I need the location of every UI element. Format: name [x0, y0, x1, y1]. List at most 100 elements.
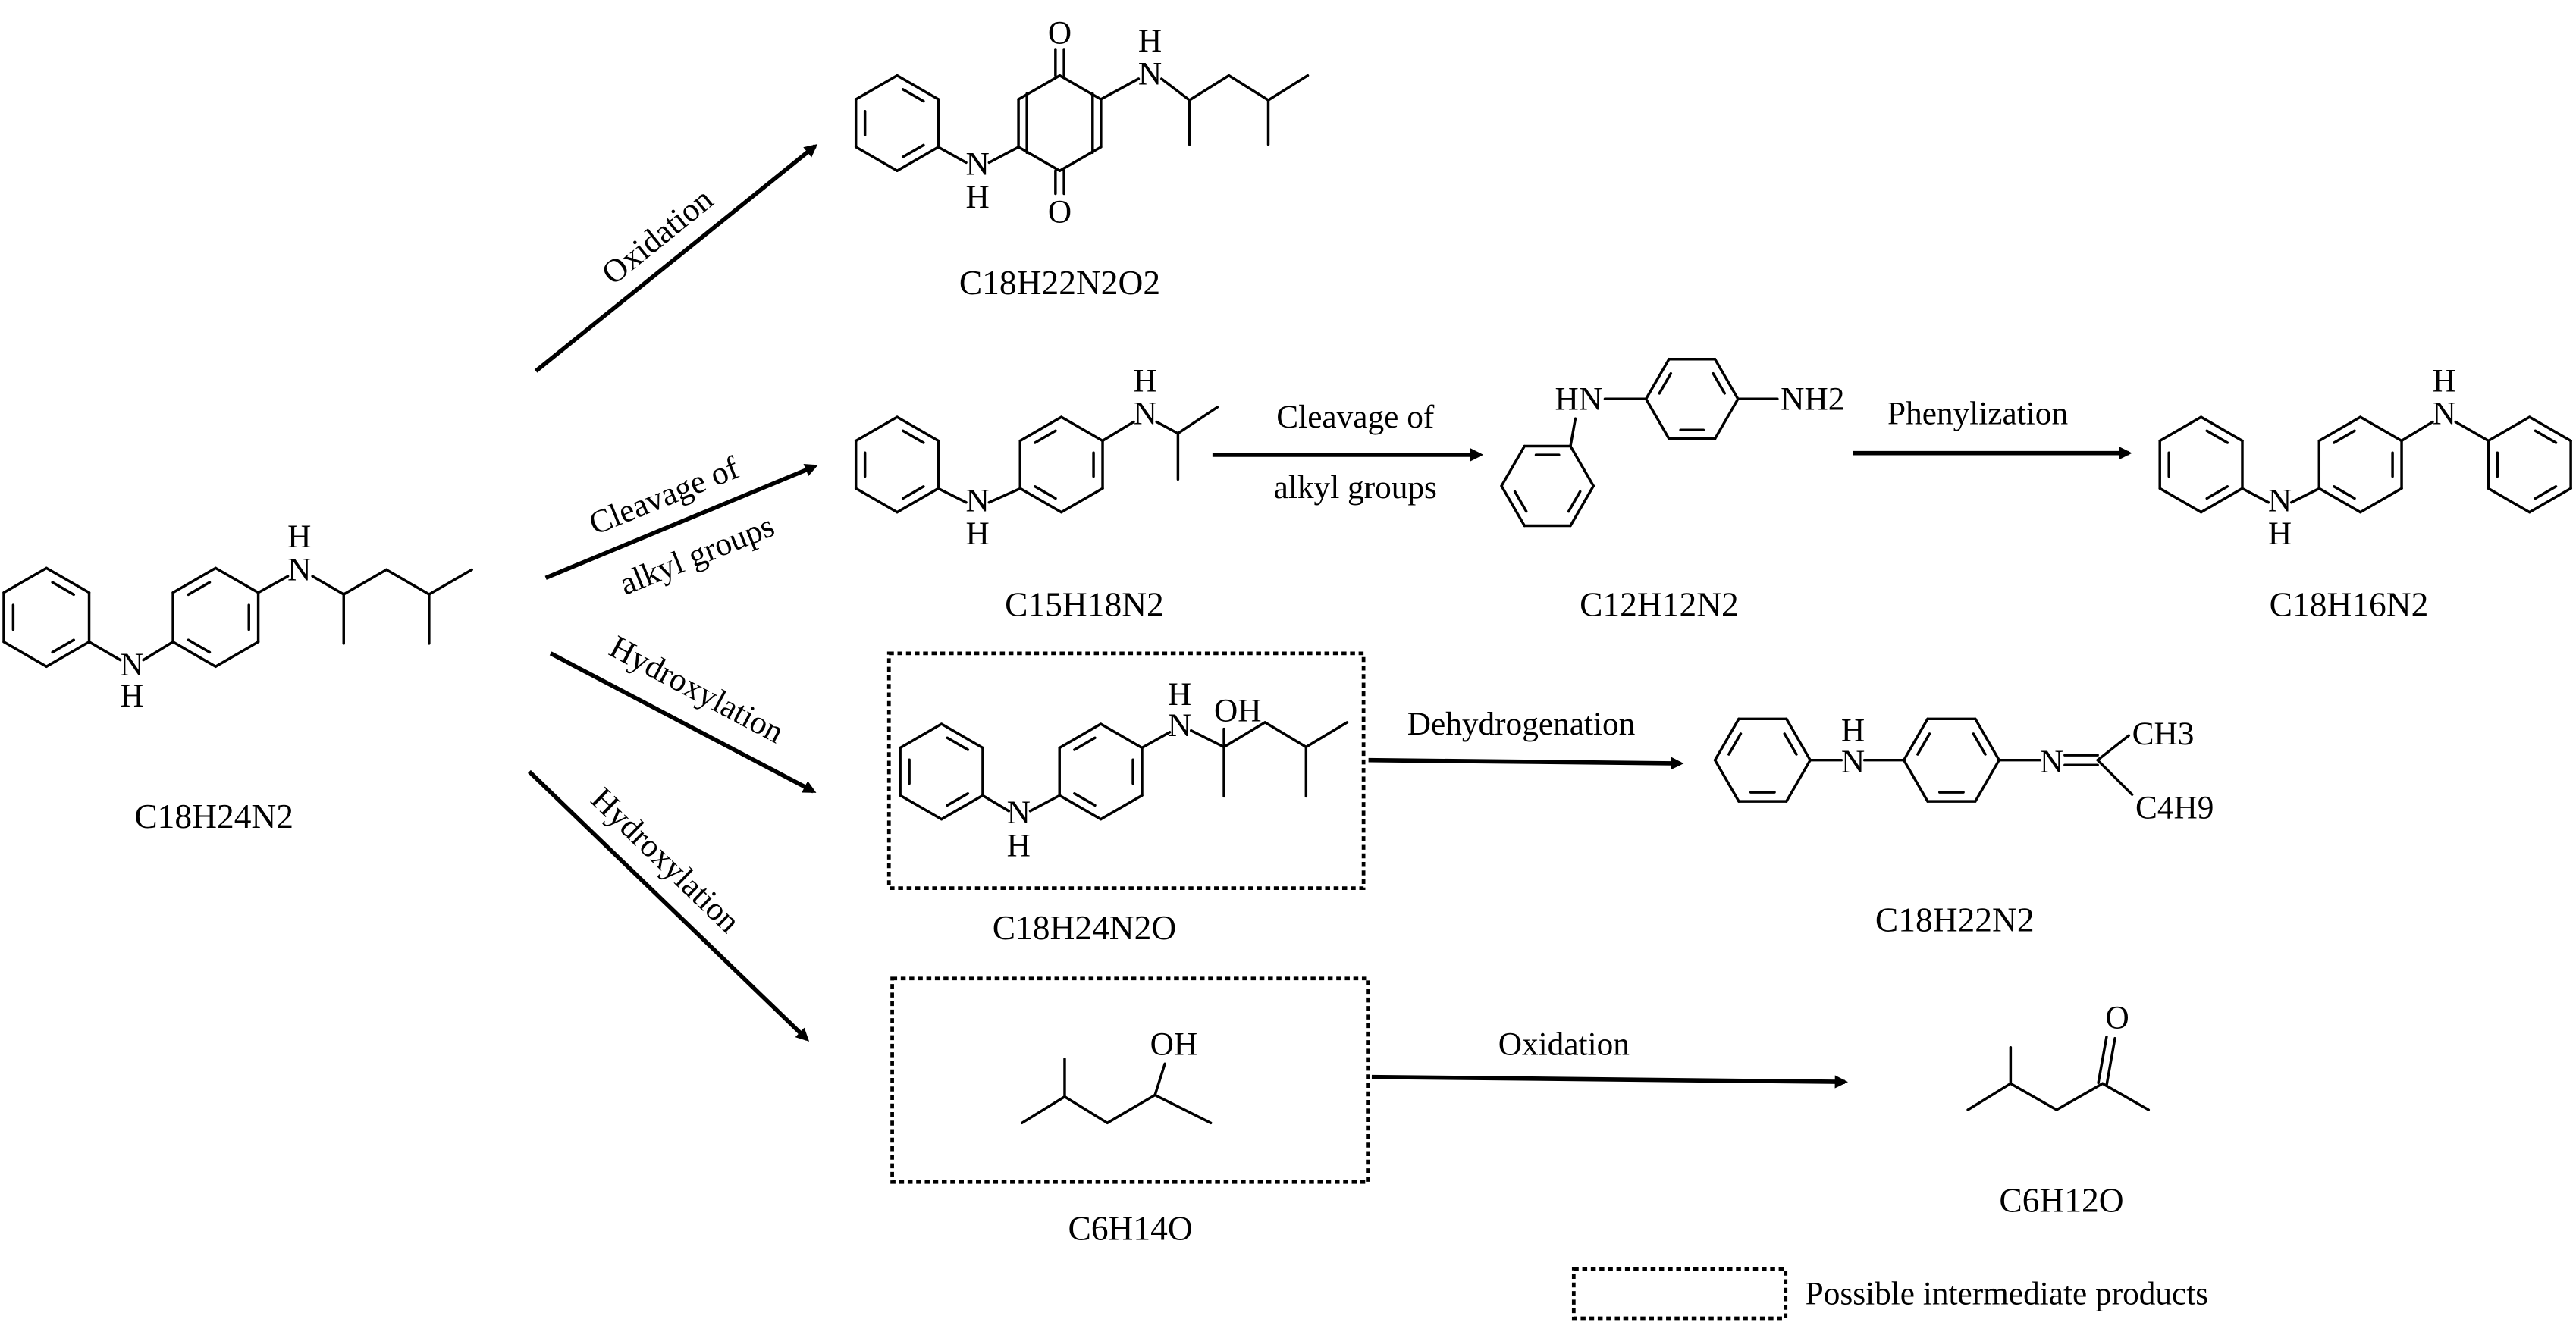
bond	[1785, 717, 1812, 762]
atom-label: H	[2268, 515, 2292, 552]
benzene-ring	[899, 722, 984, 821]
atom-label: H	[287, 519, 311, 555]
molecular-formula: C18H16N2	[2270, 584, 2429, 623]
benzene-ring	[854, 415, 940, 514]
legend-label: Possible intermediate products	[1806, 1276, 2208, 1312]
bond	[2527, 415, 2572, 443]
molecular-formula: C6H12O	[1999, 1181, 2123, 1220]
bond	[946, 792, 970, 807]
bond	[937, 146, 968, 165]
bond	[946, 736, 970, 751]
bond	[2158, 415, 2203, 443]
bond	[896, 74, 940, 101]
molecular-formula: C15H18N2	[1005, 584, 1164, 623]
benzene-ring	[2317, 415, 2403, 514]
bond	[1713, 397, 1740, 440]
bond	[51, 638, 75, 654]
arrow-cleavage-2: Cleavage of alkyl groups	[1212, 399, 1484, 506]
atom-label: CH3	[2132, 716, 2195, 752]
bond	[45, 641, 91, 668]
bond	[45, 566, 91, 594]
atom-label: N	[1133, 396, 1156, 432]
atom-label: N	[2432, 396, 2455, 432]
bond	[987, 146, 1021, 165]
atom-label: N	[2268, 483, 2292, 519]
bond	[1500, 444, 1526, 487]
atom-label: H	[1007, 827, 1031, 863]
bond	[1058, 722, 1103, 750]
bond	[1176, 406, 1219, 435]
arrow-label: Hydroxylation	[584, 781, 747, 940]
bond	[937, 487, 968, 504]
bond	[1018, 487, 1063, 514]
benzene-ring	[171, 566, 260, 668]
arrow-hydroxylation-1: Hydroxylation	[549, 628, 817, 794]
atom-label: O	[2106, 1000, 2129, 1036]
legend: Possible intermediate products	[1571, 1267, 2208, 1321]
bond	[1567, 490, 1582, 513]
arrow-phenylization: Phenylization	[1853, 396, 2132, 460]
atom-label: N	[2040, 744, 2063, 780]
bond	[1972, 732, 1987, 756]
bond	[1513, 490, 1528, 513]
bond	[311, 575, 345, 596]
bond	[899, 722, 943, 750]
bond	[2, 641, 49, 668]
bond	[1974, 758, 2000, 803]
atom-label: N	[287, 551, 311, 588]
bond	[1018, 415, 1063, 443]
bond	[1902, 717, 1929, 762]
benzene-ring	[1644, 358, 1740, 440]
bond	[2199, 487, 2244, 514]
benzene-ring	[2487, 415, 2572, 514]
bond	[1266, 74, 1310, 102]
bond	[2317, 487, 2362, 514]
atom-label: HN	[1555, 381, 1603, 417]
bond	[1160, 77, 1191, 102]
bond	[1783, 732, 1798, 756]
bond	[1189, 729, 1225, 749]
bond	[854, 487, 899, 514]
atom-label: N	[1841, 744, 1865, 780]
bond	[1974, 717, 2000, 762]
bond	[1058, 794, 1103, 821]
atom-label: H	[1168, 676, 1191, 713]
arrow-label: Cleavage of	[1276, 399, 1435, 435]
bond	[2096, 758, 2134, 796]
bond	[2097, 1035, 2108, 1085]
arrow-cleavage-1: Cleavage of alkyl groups	[544, 450, 818, 603]
atom-label: N	[1138, 55, 1162, 92]
bond	[2333, 485, 2356, 500]
bond	[1644, 358, 1671, 400]
bond	[2534, 485, 2558, 500]
benzene-ring	[1902, 717, 2000, 803]
arrow-line	[534, 144, 818, 373]
arrow-line	[1371, 1074, 1848, 1089]
arrow-line	[544, 464, 818, 580]
legend-dotted-box	[1571, 1267, 1788, 1321]
bond	[901, 88, 925, 103]
bond	[2487, 415, 2531, 443]
bond	[1263, 721, 1308, 749]
bond	[987, 487, 1022, 504]
bond	[2096, 734, 2131, 762]
bond	[2205, 429, 2229, 444]
atom-label: C4H9	[2135, 789, 2214, 826]
molecular-formula: C18H22N2O2	[959, 263, 1160, 302]
bond	[901, 485, 925, 500]
bond	[1304, 721, 1349, 749]
atom-label: N	[120, 647, 143, 683]
bond	[2289, 487, 2321, 504]
bond	[2454, 420, 2490, 443]
bond	[1059, 487, 1104, 514]
atom-label: N	[1007, 794, 1031, 831]
bond	[214, 566, 260, 594]
bond	[2158, 487, 2203, 514]
bond	[981, 794, 1011, 813]
bond	[1099, 77, 1141, 101]
molecular-formula: C18H24N2	[134, 797, 293, 835]
bond	[940, 794, 984, 821]
